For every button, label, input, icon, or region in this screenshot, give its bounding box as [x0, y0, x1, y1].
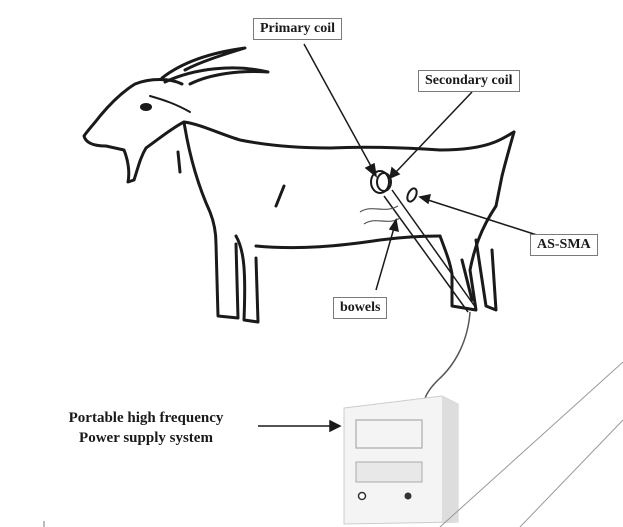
- power-supply-label-line2: Power supply system: [36, 428, 256, 448]
- page-edge-lines: [440, 362, 623, 527]
- power-cable: [424, 312, 470, 404]
- goat-eye: [140, 103, 152, 111]
- as-sma-tube: [384, 190, 476, 312]
- power-switch-icon: [405, 493, 412, 500]
- primary-coil-label: Primary coil: [253, 18, 342, 40]
- secondary-coil-label: Secondary coil: [418, 70, 520, 92]
- power-supply-label-line1: Portable high frequency: [36, 408, 256, 428]
- power-knob-icon: [359, 493, 366, 500]
- power-supply-box: [344, 396, 458, 524]
- as-sma-label: AS-SMA: [530, 234, 598, 256]
- bowels-label: bowels: [333, 297, 387, 319]
- power-supply-label: Portable high frequency Power supply sys…: [36, 408, 256, 448]
